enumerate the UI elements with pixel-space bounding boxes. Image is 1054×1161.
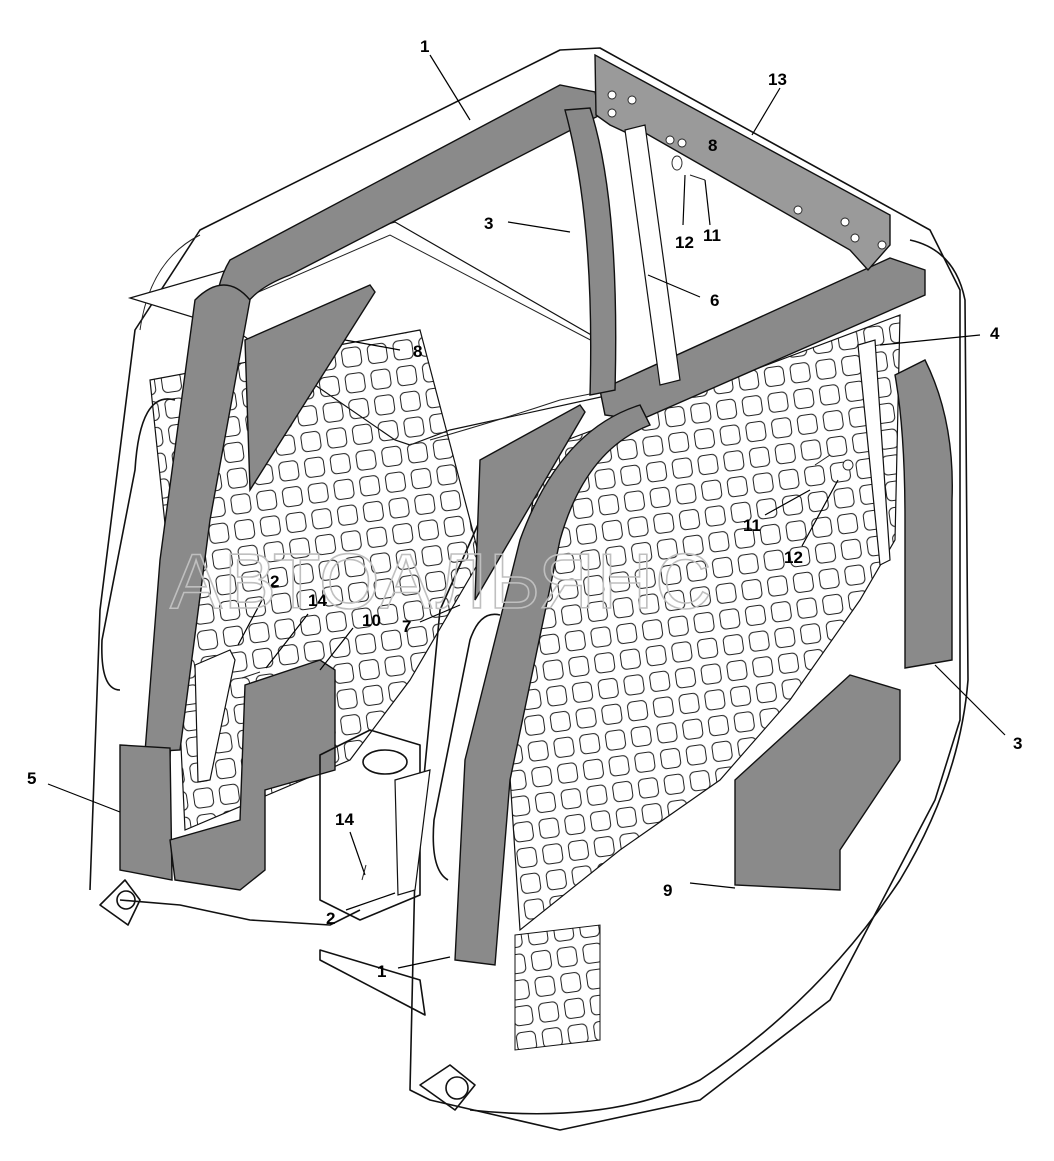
callout-3-rear: 3 (484, 214, 493, 233)
callout-2-upper: 2 (270, 572, 279, 591)
right-strip (857, 339, 891, 566)
rear-plate (594, 53, 891, 272)
callout-5: 5 (27, 769, 36, 788)
callout-13: 13 (768, 70, 787, 89)
grab-handles (101, 398, 501, 881)
center-console (319, 729, 426, 1016)
callouts: 1 1 2 2 3 3 4 5 6 7 8 8 9 10 11 11 12 12… (27, 37, 1022, 981)
leader-lines (47, 54, 1006, 969)
callout-1-bottom: 1 (377, 962, 386, 981)
brackets (194, 649, 431, 896)
rear-pillar-pad (564, 107, 617, 396)
seat-pad-right (734, 674, 901, 891)
callout-12-front: 12 (784, 548, 803, 567)
callout-8-plate: 8 (708, 136, 717, 155)
callout-11-plate: 11 (703, 226, 721, 245)
callout-1-top: 1 (420, 37, 429, 56)
front-mesh-screen (504, 314, 901, 1051)
callout-8-pad: 8 (413, 342, 422, 361)
callout-12-plate: 12 (675, 233, 694, 252)
triangular-pads (244, 284, 586, 601)
callout-7: 7 (402, 617, 411, 636)
callout-10: 10 (362, 611, 381, 630)
callout-2-lower: 2 (326, 909, 335, 928)
left-pillar-pad (119, 284, 251, 881)
callout-9: 9 (663, 881, 672, 900)
watermark-text: АВТОАЛЬЯНС (170, 537, 714, 625)
vertical-strip (624, 124, 681, 386)
callout-4: 4 (990, 324, 1000, 343)
callout-14-lower: 14 (335, 810, 354, 829)
right-side-pad (894, 359, 953, 669)
hardware (241, 155, 854, 881)
callout-3-right: 3 (1013, 734, 1022, 753)
callout-6: 6 (710, 291, 719, 310)
callout-11-front: 11 (743, 516, 761, 535)
callout-14-upper: 14 (308, 591, 327, 610)
plate-holes (607, 90, 887, 250)
front-pillar-pad (454, 404, 651, 966)
seat-pad-left (169, 659, 336, 891)
